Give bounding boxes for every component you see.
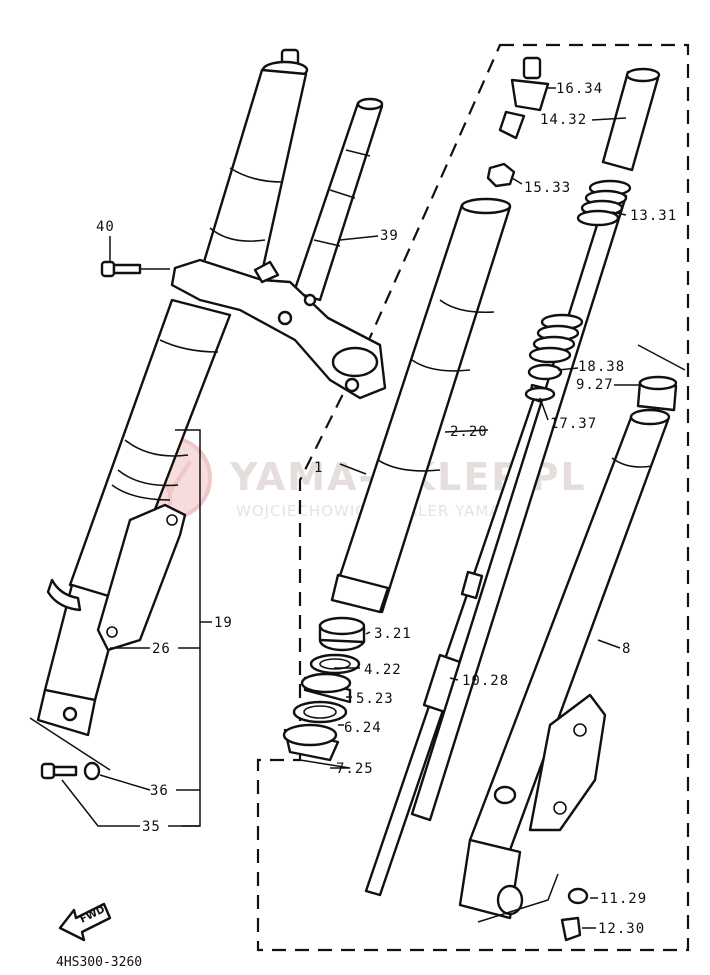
leader-lines [29,87,686,929]
cap-bolt-16 [498,56,550,140]
drawing-code: 4HS300-3260 [56,955,142,970]
label-26: 26 [152,641,171,657]
label-16: 16.34 [556,81,603,97]
label-17: 17.37 [550,416,597,432]
label-40: 40 [96,219,115,235]
fwd-arrow-icon: FWD [58,902,112,942]
label-11: 11.29 [600,891,647,907]
nut-15 [486,162,516,188]
label-12: 12.30 [598,921,645,937]
label-14: 14.32 [540,112,587,128]
label-6: 6.24 [344,720,382,736]
label-2: 2.20 [450,424,488,440]
washer-11 [567,887,589,905]
label-10: 10.28 [462,673,509,689]
seat-18 [527,363,563,381]
bushing-5 [300,672,352,704]
inner-tube-1 [330,197,512,614]
steering-stem [292,97,384,302]
bushing-3 [318,616,366,652]
label-4: 4.22 [364,662,402,678]
oil-lock-9 [636,375,678,412]
label-19: 19 [214,615,233,631]
outer-tube-8 [458,408,671,920]
spacer-pipe-14 [601,67,661,172]
fork-spring-13 [410,179,632,822]
bolt-35-36 [40,761,101,781]
label-5: 5.23 [356,691,394,707]
label-8: 8 [622,641,631,657]
label-3: 3.21 [374,626,412,642]
callout-labels: 40 39 1 2.20 3.21 4.22 5.23 6.24 7.25 8 … [96,81,677,937]
label-36: 36 [150,783,169,799]
bolt-40 [100,260,142,278]
label-18: 18.38 [578,359,625,375]
assembled-fork-leg [36,48,309,737]
label-13: 13.31 [630,208,677,224]
washer-4 [309,653,361,675]
assembly-boundary [256,43,690,952]
label-9: 9.27 [576,377,614,393]
under-bracket [170,258,387,400]
dust-seal-7 [282,723,340,762]
seal-6 [292,700,348,724]
label-15: 15.33 [524,180,571,196]
label-7: 7.25 [336,761,374,777]
label-39: 39 [380,228,399,244]
bolt-12 [560,916,582,942]
label-35: 35 [142,819,161,835]
label-1: 1 [314,460,323,476]
